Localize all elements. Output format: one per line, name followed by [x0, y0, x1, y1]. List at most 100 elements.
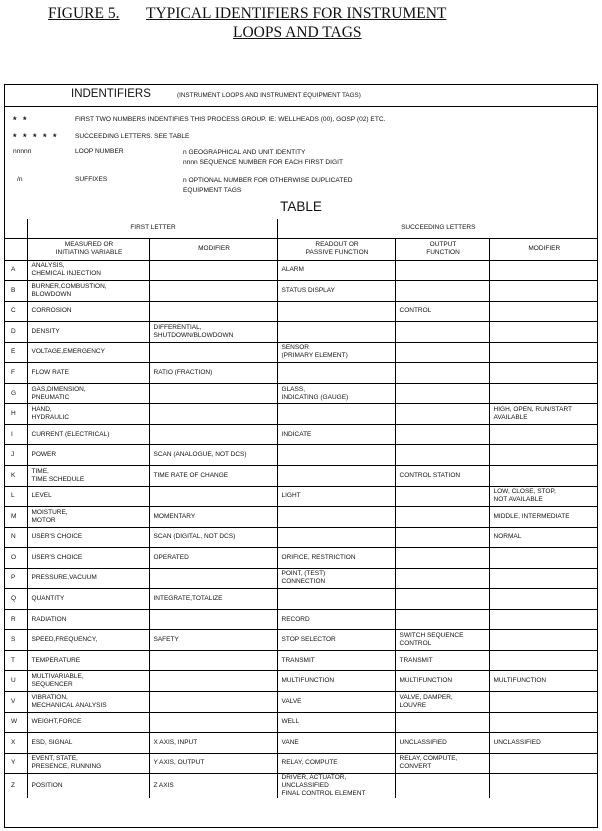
row-letter: F — [5, 362, 28, 384]
measured-variable-cell: BURNER,COMBUSTION, BLOWDOWN — [26, 280, 150, 302]
succeeding-modifier-cell — [488, 629, 598, 651]
row-letter: B — [5, 280, 28, 302]
succeeding-modifier-cell — [488, 567, 598, 590]
row-letter: U — [5, 670, 28, 692]
row-letter: Z — [5, 773, 28, 799]
succeeding-modifier-cell — [488, 280, 598, 302]
column-header-succeeding-modifier: MODIFIER — [488, 237, 598, 261]
output-function-cell — [394, 547, 490, 569]
first-modifier-cell: SCAN (ANALOGUE, NOT DCS) — [148, 444, 278, 466]
succeeding-modifier-cell: UNCLASSIFIED — [488, 732, 598, 754]
readout-function-cell — [276, 506, 396, 528]
readout-function-cell: GLASS, INDICATING (GAUGE) — [276, 382, 396, 405]
row-letter: N — [5, 526, 28, 549]
measured-variable-cell: VIBRATION, MECHANICAL ANALYSIS — [26, 690, 150, 713]
first-modifier-cell: SAFETY — [148, 629, 278, 651]
measured-variable-cell: LEVEL — [26, 485, 150, 508]
measured-variable-cell: POSITION — [26, 773, 150, 799]
identifier-symbol: nnnnn — [13, 148, 32, 155]
first-modifier-cell — [148, 608, 278, 631]
readout-function-cell: POINT, (TEST) CONNECTION — [276, 567, 396, 590]
first-modifier-cell — [148, 670, 278, 692]
first-modifier-cell — [148, 259, 278, 282]
output-function-cell: CONTROL STATION — [394, 464, 490, 487]
measured-variable-cell: PRESSURE,VACUUM — [26, 567, 150, 590]
output-function-cell: CONTROL — [394, 300, 490, 323]
first-modifier-cell: TIME RATE OF CHANGE — [148, 464, 278, 487]
figure-title-line1: TYPICAL IDENTIFIERS FOR INSTRUMENT — [146, 5, 447, 22]
measured-variable-cell: CURRENT (ELECTRICAL) — [26, 423, 150, 446]
measured-variable-cell: USER'S CHOICE — [26, 547, 150, 569]
succeeding-modifier-cell — [488, 711, 598, 734]
row-letter: T — [5, 649, 28, 672]
output-function-cell: MULTIFUNCTION — [394, 670, 490, 692]
output-function-cell: RELAY, COMPUTE, CONVERT — [394, 752, 490, 775]
identifier-symbol: * * * * * — [13, 132, 59, 142]
measured-variable-cell: MULTIVARIABLE, SEQUENCER — [26, 670, 150, 692]
succeeding-modifier-cell — [488, 547, 598, 569]
succeeding-modifier-cell — [488, 321, 598, 343]
measured-variable-cell: POWER — [26, 444, 150, 466]
output-function-cell — [394, 259, 490, 282]
first-modifier-cell — [148, 423, 278, 446]
first-modifier-cell: DIFFERENTIAL, SHUTDOWN/BLOWDOWN — [148, 321, 278, 343]
first-modifier-cell: SCAN (DIGITAL, NOT DCS) — [148, 526, 278, 549]
succeeding-modifier-cell — [488, 752, 598, 775]
output-function-cell — [394, 362, 490, 384]
first-modifier-cell: INTEGRATE,TOTALIZE — [148, 588, 278, 610]
succeeding-modifier-cell — [488, 300, 598, 323]
output-function-cell — [394, 526, 490, 549]
column-header-measured-variable: MEASURED OR INITIATING VARIABLE — [26, 237, 150, 261]
row-letter: K — [5, 464, 28, 487]
measured-variable-cell: ESD, SIGNAL — [26, 732, 150, 754]
readout-function-cell: VALVE — [276, 690, 396, 713]
readout-function-cell: TRANSMIT — [276, 649, 396, 672]
measured-variable-cell: ANALYSIS, CHEMICAL INJECTION — [26, 259, 150, 282]
identifier-label: SUFFIXES — [75, 176, 108, 183]
measured-variable-cell: DENSITY — [26, 321, 150, 343]
readout-function-cell — [276, 444, 396, 466]
row-letter: L — [5, 485, 28, 508]
output-function-cell: TRANSMIT — [394, 649, 490, 672]
succeeding-modifier-cell — [488, 690, 598, 713]
identifier-symbol: /n — [17, 176, 23, 183]
readout-function-cell: LIGHT — [276, 485, 396, 508]
readout-function-cell: SENSOR (PRIMARY ELEMENT) — [276, 341, 396, 364]
succeeding-modifier-cell: LOW, CLOSE, STOP, NOT AVAILABLE — [488, 485, 598, 508]
measured-variable-cell: EVENT, STATE, PRESENCE, RUNNING — [26, 752, 150, 775]
measured-variable-cell: TEMPERATURE — [26, 649, 150, 672]
measured-variable-cell: MOISTURE, MOTOR — [26, 506, 150, 528]
output-function-cell — [394, 711, 490, 734]
identifier-label: SUCCEEDING LETTERS. SEE TABLE — [75, 133, 190, 140]
table-group-header-row: FIRST LETTER SUCCEEDING LETTERS — [5, 219, 598, 239]
identifiers-title: INDENTIFIERS — [71, 88, 151, 100]
succeeding-modifier-cell — [488, 362, 598, 384]
readout-function-cell — [276, 526, 396, 549]
first-modifier-cell — [148, 382, 278, 405]
output-function-cell — [394, 341, 490, 364]
measured-variable-cell: USER'S CHOICE — [26, 526, 150, 549]
identifiers-header: INDENTIFIERS (INSTRUMENT LOOPS AND INSTR… — [5, 85, 597, 107]
row-letter: S — [5, 629, 28, 651]
succeeding-modifier-cell — [488, 649, 598, 672]
first-modifier-cell — [148, 567, 278, 590]
first-modifier-cell: Z AXIS — [148, 773, 278, 799]
first-modifier-cell: RATIO (FRACTION) — [148, 362, 278, 384]
readout-function-cell — [276, 321, 396, 343]
output-function-cell — [394, 608, 490, 631]
output-function-cell — [394, 485, 490, 508]
table-column-header-row: MEASURED OR INITIATING VARIABLE MODIFIER… — [5, 237, 598, 261]
